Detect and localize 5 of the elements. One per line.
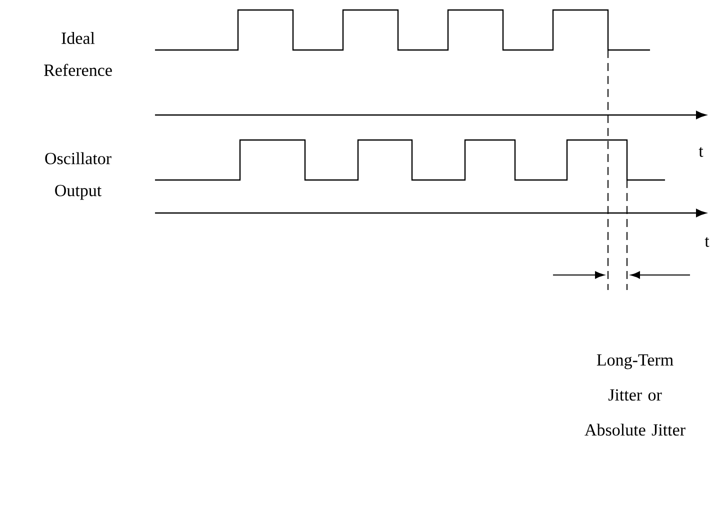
label-text: Oscillator Output — [45, 152, 112, 200]
label-text: t — [698, 147, 704, 157]
label-text: t — [704, 237, 710, 247]
label-text: Long-Term Jitter or Absolute Jitter — [584, 354, 686, 436]
label-text: Ideal Reference — [44, 32, 112, 76]
